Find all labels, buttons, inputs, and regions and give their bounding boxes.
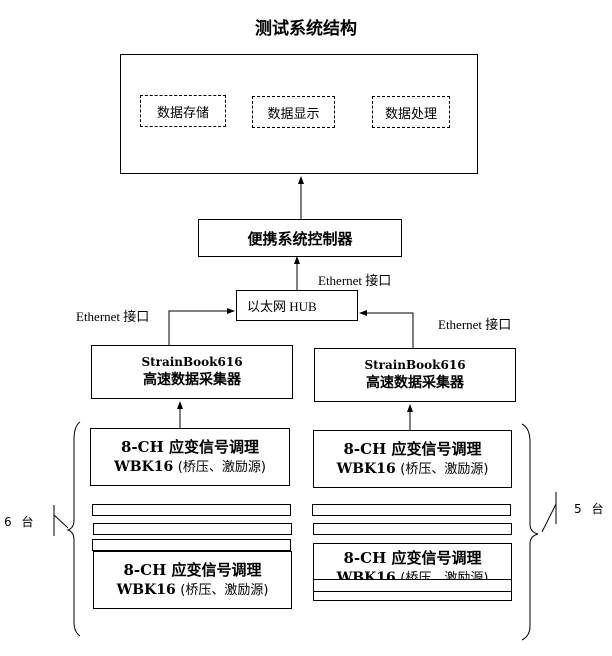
left-daq-to-hub-arrow xyxy=(168,308,235,345)
function-label: 数据显示 xyxy=(267,106,320,122)
conditioner-model: WBK16 xyxy=(336,460,396,477)
controller-label: 便携系统控制器 xyxy=(247,229,353,248)
conditioner-left-last: 8-CH 应变信号调理 WBK16 (桥压、激励源) xyxy=(93,551,292,609)
conditioner-desc: (桥压、激励源) xyxy=(177,459,266,475)
conditioner-title: 8-CH 应变信号调理 xyxy=(123,560,262,579)
daq-model: StrainBook616 xyxy=(364,358,466,372)
daq-unit-right: StrainBook616 高速数据采集器 xyxy=(314,348,516,402)
left-group-brace xyxy=(66,421,81,637)
right-daq-to-hub-arrow xyxy=(359,310,414,348)
portable-controller-box: 便携系统控制器 xyxy=(198,219,402,257)
right-group-count: 5 台 xyxy=(574,502,604,516)
daq-label: 高速数据采集器 xyxy=(366,375,464,391)
ethernet-label-left: Ethernet 接口 xyxy=(76,309,150,324)
conditioner-right-last: 8-CH 应变信号调理 WBK16 (桥压、激励源) xyxy=(313,543,512,601)
conditioner-title: 8-CH 应变信号调理 xyxy=(343,439,482,458)
daq-label: 高速数据采集器 xyxy=(143,372,241,388)
diagram-title: 测试系统结构 xyxy=(255,19,357,39)
function-label: 数据存储 xyxy=(156,105,209,121)
conditioner-title: 8-CH 应变信号调理 xyxy=(121,437,259,456)
left-group-count: 6 台 xyxy=(4,515,34,529)
conditioner-left-stack-layer xyxy=(93,523,292,535)
conditioner-model: WBK16 xyxy=(114,458,174,475)
daq-unit-left: StrainBook616 高速数据采集器 xyxy=(91,345,293,399)
conditioner-left-first: 8-CH 应变信号调理 WBK16 (桥压、激励源) xyxy=(90,428,290,486)
conditioner-left-stack-layer xyxy=(92,539,291,551)
daq-model: StrainBook616 xyxy=(141,355,243,369)
function-data-processing: 数据处理 xyxy=(372,96,450,128)
conditioner-model: WBK16 xyxy=(116,581,176,598)
conditioner-right-stack-layer xyxy=(313,523,512,535)
ethernet-label-top: Ethernet 接口 xyxy=(318,273,392,288)
conditioner-left-stack-layer xyxy=(92,504,291,516)
hub-label: 以太网 HUB xyxy=(247,299,317,314)
ethernet-label-right: Ethernet 接口 xyxy=(438,317,512,332)
function-data-display: 数据显示 xyxy=(252,96,335,128)
conditioner-desc: (桥压、激励源) xyxy=(400,461,489,477)
function-data-storage: 数据存储 xyxy=(140,95,226,127)
conditioner-right-stack-layer xyxy=(312,504,511,516)
conditioner-right-first: 8-CH 应变信号调理 WBK16 (桥压、激励源) xyxy=(313,430,512,488)
ethernet-hub-box: 以太网 HUB xyxy=(236,290,358,321)
conditioner-right-overlay-layer xyxy=(313,579,512,592)
conditioner-desc: (桥压、激励源) xyxy=(180,582,269,598)
right-group-brace xyxy=(521,423,539,641)
conditioner-title: 8-CH 应变信号调理 xyxy=(343,549,482,567)
function-label: 数据处理 xyxy=(384,106,437,122)
